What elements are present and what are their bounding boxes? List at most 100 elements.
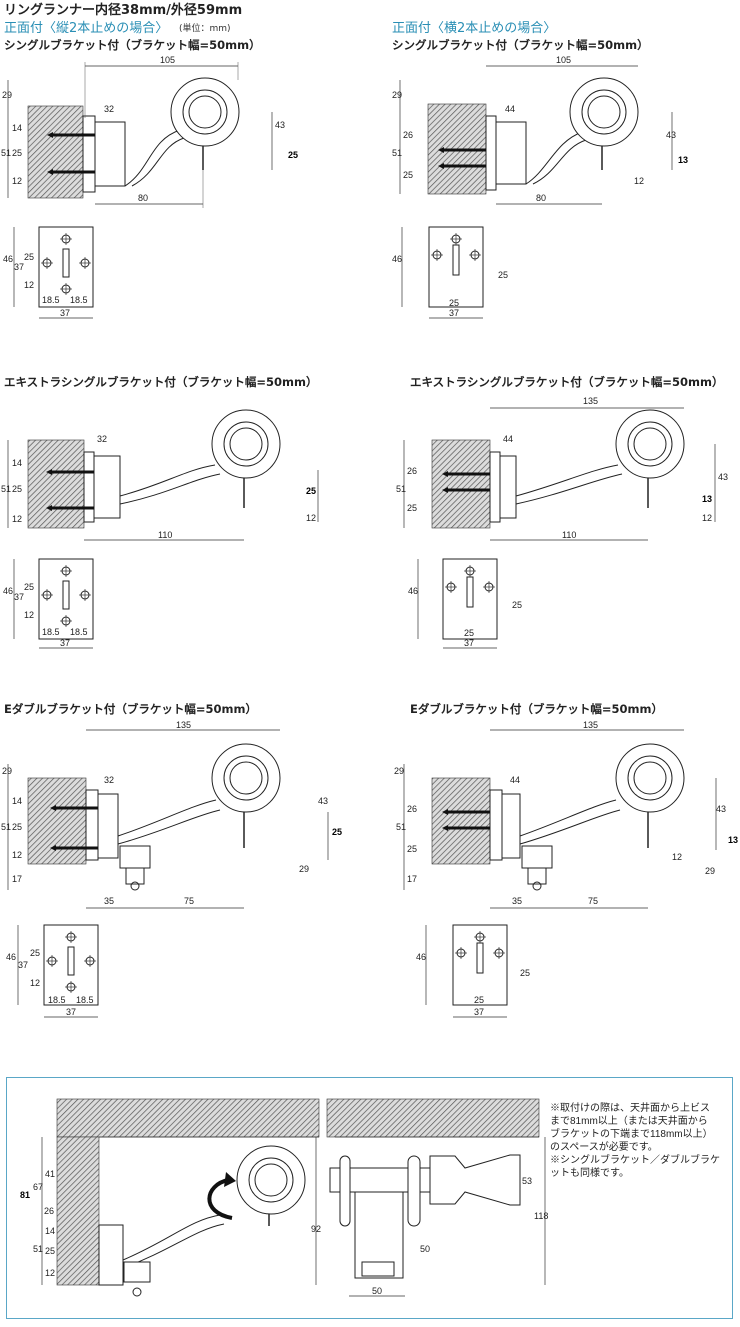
dim-label: 46 [3, 254, 13, 264]
plate-single-v: 46 37 25 12 18.5 18.5 37 [3, 226, 94, 319]
dim-label: 12 [702, 513, 712, 523]
dim-label: 37 [60, 308, 70, 318]
dim-label: 51 [396, 484, 406, 494]
plate-double-v: 46 37 25 12 18.5 18.5 37 [6, 924, 99, 1018]
dim-label: 29 [392, 90, 402, 100]
unit-label: (単位：mm) [179, 24, 231, 34]
wall-hatch [431, 439, 491, 529]
drawing-double-h: 135 29 44 26 51 25 17 43 13 12 29 35 75 [394, 720, 738, 909]
dim-label: 25 [520, 968, 530, 978]
dim-label: 13 [728, 835, 738, 845]
plate-double-h: 46 25 25 37 [416, 924, 530, 1018]
main-title: リングランナー内径38mm/外径59mm [4, 3, 243, 18]
dim-label: 44 [510, 775, 520, 785]
drawing-single-h: 105 29 44 26 51 25 43 13 12 80 [392, 55, 688, 205]
dim-label: 29 [2, 90, 12, 100]
dim-label: 25 [306, 486, 316, 496]
dim-label: 25 [498, 270, 508, 280]
dim-label: 25 [403, 170, 413, 180]
dim-label: 14 [12, 123, 22, 133]
dim-label: 46 [392, 254, 402, 264]
dim-label: 12 [672, 852, 682, 862]
dim-label: 43 [666, 130, 676, 140]
dim-label: 44 [505, 104, 515, 114]
dim-label: 135 [583, 720, 598, 730]
dim-label: 25 [45, 1246, 55, 1256]
dim-label: 12 [12, 850, 22, 860]
dim-label: 12 [306, 513, 316, 523]
dim-label: 32 [104, 775, 114, 785]
dim-label: 105 [556, 55, 571, 65]
note-line: ※取付けの際は、天井面から上ビス [550, 1103, 710, 1114]
dim-label: 25 [288, 150, 298, 160]
installation-note: ※取付けの際は、天井面から上ビス まで81mm以上（または天井面から ブラケット… [550, 1102, 720, 1180]
wall-hatch [27, 439, 85, 529]
dim-label: 25 [407, 503, 417, 513]
panel-title-single-v: シングルブラケット付（ブラケット幅=50mm） [4, 38, 261, 52]
dim-label: 12 [24, 610, 34, 620]
dim-label: 13 [678, 155, 688, 165]
panel-title-double-h: Eダブルブラケット付（ブラケット幅=50mm） [410, 702, 663, 716]
dim-label: 75 [184, 896, 194, 906]
wall-hatch [431, 777, 491, 865]
dim-label: 26 [407, 466, 417, 476]
dim-label: 25 [464, 628, 474, 638]
dim-label: 51 [33, 1244, 43, 1254]
dim-label: 51 [392, 148, 402, 158]
dim-label: 25 [449, 298, 459, 308]
note-line: ブラケットの下端まで118mm以上） [550, 1129, 713, 1140]
dim-label: 32 [104, 104, 114, 114]
dim-label: 46 [6, 952, 16, 962]
dim-label: 26 [44, 1206, 54, 1216]
dim-label: 18.5 [42, 627, 60, 637]
dim-label: 46 [408, 586, 418, 596]
panel-title-extra-v: エキストラシングルブラケット付（ブラケット幅=50mm） [4, 375, 318, 389]
dim-label: 18.5 [70, 295, 88, 305]
dim-label: 43 [318, 796, 328, 806]
dim-label: 105 [160, 55, 175, 65]
dim-label: 51 [1, 484, 11, 494]
dim-label: 25 [512, 600, 522, 610]
note-line: のスペースが必要です。 [550, 1142, 658, 1153]
panel-title-double-v: Eダブルブラケット付（ブラケット幅=50mm） [4, 702, 257, 716]
dim-label: 37 [14, 592, 24, 602]
panel-title-single-h: シングルブラケット付（ブラケット幅=50mm） [392, 38, 649, 52]
panel-title-extra-h: エキストラシングルブラケット付（ブラケット幅=50mm） [410, 375, 724, 389]
dim-label: 29 [394, 766, 404, 776]
dim-label: 18.5 [42, 295, 60, 305]
dim-label: 44 [503, 434, 513, 444]
dim-label: 14 [12, 458, 22, 468]
dim-label: 67 [33, 1182, 43, 1192]
dim-label: 18.5 [48, 995, 66, 1005]
dim-label: 80 [536, 193, 546, 203]
dim-label: 32 [97, 434, 107, 444]
note-line: ※シングルブラケット／ダブルブラケ [550, 1155, 720, 1166]
dim-label: 25 [12, 148, 22, 158]
dim-label: 12 [30, 978, 40, 988]
dim-label: 41 [45, 1169, 55, 1179]
dim-label: 18.5 [70, 627, 88, 637]
dim-label: 81 [20, 1190, 30, 1200]
dim-label: 25 [24, 582, 34, 592]
dim-label: 17 [407, 874, 417, 884]
dim-label: 37 [60, 638, 70, 648]
dim-label: 25 [332, 827, 342, 837]
plate-extra-h: 46 25 25 37 [408, 558, 522, 649]
dim-label: 35 [512, 896, 522, 906]
dim-label: 12 [12, 514, 22, 524]
dim-label: 37 [66, 1007, 76, 1017]
dim-label: 26 [403, 130, 413, 140]
dim-label: 25 [12, 484, 22, 494]
dim-label: 37 [464, 638, 474, 648]
dim-label: 26 [407, 804, 417, 814]
dim-label: 12 [12, 176, 22, 186]
dim-label: 29 [2, 766, 12, 776]
wall-hatch [27, 777, 87, 865]
wall-hatch [56, 1136, 100, 1286]
ceiling-hatch [326, 1098, 540, 1138]
dim-label: 43 [716, 804, 726, 814]
dim-label: 13 [702, 494, 712, 504]
dim-label: 110 [562, 530, 576, 540]
note-line: まで81mm以上（または天井面から [550, 1116, 708, 1127]
